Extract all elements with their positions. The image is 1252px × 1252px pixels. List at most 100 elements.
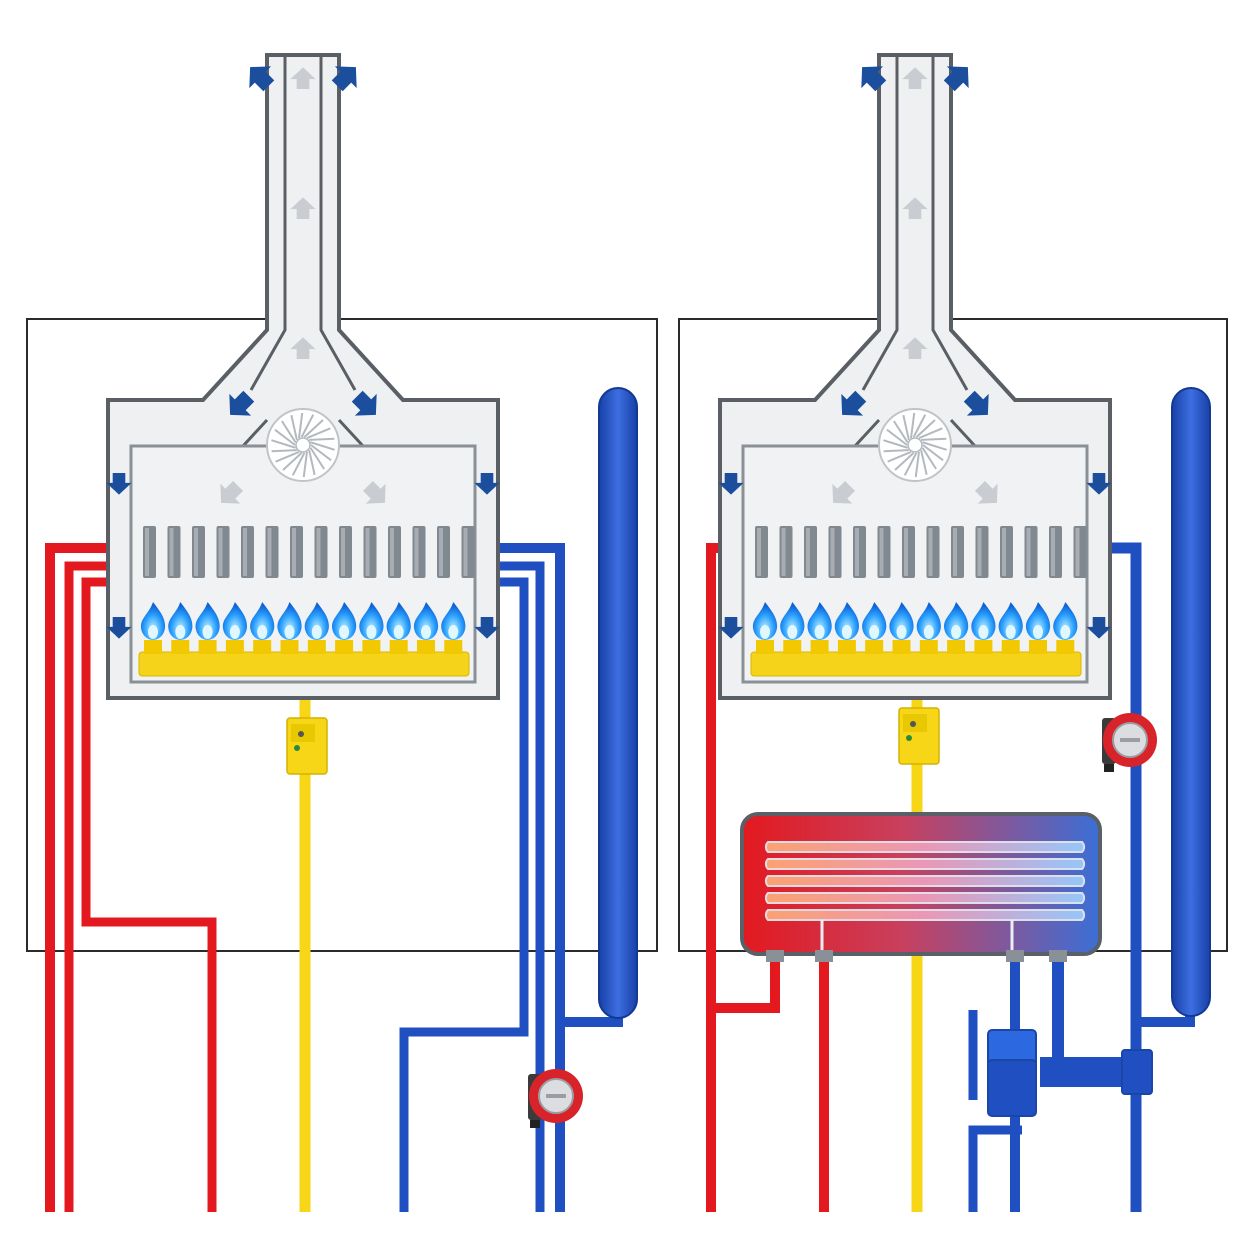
burner-nozzle <box>756 640 774 654</box>
heat-exchanger-tube <box>339 526 352 578</box>
flame-core <box>148 625 158 639</box>
intake-arrow <box>106 473 132 495</box>
intake-arrow <box>718 473 744 495</box>
heat-exchanger-tube <box>437 526 450 578</box>
heat-exchanger-tube <box>192 526 205 578</box>
plate-coil <box>764 909 1086 921</box>
heat-exchanger-tube <box>1073 526 1087 578</box>
intake-arrow <box>474 617 500 639</box>
gas-valve-led <box>298 731 304 737</box>
exhaust-arrow <box>362 480 386 504</box>
flame-core <box>366 625 377 639</box>
fan-blade <box>918 427 943 439</box>
burner-flame <box>916 602 941 640</box>
flame-core <box>284 625 295 639</box>
flame-core <box>814 625 825 639</box>
fan-blade <box>310 441 335 451</box>
exhaust-arrow <box>902 67 928 89</box>
cold-water-pipe <box>968 1125 1022 1212</box>
airflow-arrows <box>718 66 1112 639</box>
tube-highlight <box>243 528 247 576</box>
tube-highlight <box>977 528 982 576</box>
tube-highlight <box>292 528 296 576</box>
tube-highlight <box>145 528 149 576</box>
intake-arrow <box>106 617 132 639</box>
fan-blade <box>922 441 947 451</box>
three-way-valve <box>987 1029 1153 1117</box>
fan-blade <box>308 449 316 476</box>
burner-flame <box>1053 602 1078 640</box>
burners <box>750 602 1082 677</box>
intake-arrow <box>963 390 989 416</box>
intake-arrow <box>861 66 887 92</box>
heat-exchanger-tube <box>412 526 426 578</box>
fan-blade <box>302 451 308 478</box>
fan-blade <box>920 449 928 476</box>
pump-plug <box>530 1120 540 1128</box>
burner-flame <box>441 602 466 640</box>
burner-nozzle <box>783 640 802 654</box>
intake-arrow <box>841 390 867 416</box>
plate-port <box>766 950 784 962</box>
flame-core <box>978 625 989 639</box>
gas-valve-indicator <box>294 745 300 751</box>
burner-flame <box>752 602 778 640</box>
hot-water-pipe <box>711 952 780 1013</box>
heat-exchanger <box>143 526 475 578</box>
heat-exchanger-tube <box>1049 526 1062 578</box>
plate-port <box>815 950 833 962</box>
burner-flame <box>862 602 887 640</box>
expansion-vessel-body <box>598 387 638 1019</box>
flame-core <box>760 625 770 639</box>
flue-inner-lines <box>861 55 969 391</box>
fan-blade <box>281 420 297 443</box>
fan-icon <box>878 408 952 482</box>
burner-flame <box>386 602 411 640</box>
burner-nozzle <box>947 640 966 654</box>
tube-highlight <box>218 528 223 576</box>
fan-blade <box>915 419 936 438</box>
circulation-pump <box>528 1069 583 1128</box>
burner-flame <box>222 602 247 640</box>
heat-exchanger-tube <box>363 526 377 578</box>
burner-flame <box>277 602 302 640</box>
fan-blade <box>893 420 909 443</box>
burner-flame <box>250 602 275 640</box>
burner-nozzle <box>198 640 217 654</box>
heat-exchanger <box>755 526 1087 578</box>
burner-nozzle <box>171 640 190 654</box>
intake-arrow <box>351 390 377 416</box>
heat-exchanger-tube <box>241 526 254 578</box>
burner-flame <box>168 602 193 640</box>
flue-hood <box>106 53 500 700</box>
fan-blade <box>922 444 944 462</box>
plate-coil <box>764 858 1086 870</box>
burner-manifold <box>138 651 470 677</box>
pump-slot <box>546 1094 566 1098</box>
tube-highlight <box>169 528 174 576</box>
burners <box>138 602 470 677</box>
burner-nozzle <box>1001 640 1020 654</box>
fan-blade <box>291 452 306 476</box>
burner-flame <box>140 602 166 640</box>
fan-blade <box>290 414 298 441</box>
burner-nozzle <box>362 640 381 654</box>
burner-nozzle <box>837 640 856 654</box>
fan-blade <box>298 412 304 439</box>
flame-core <box>393 625 404 639</box>
intake-arrow <box>474 473 500 495</box>
burner-flame <box>413 602 439 640</box>
burner-flame <box>359 602 384 640</box>
burner-flame <box>780 602 805 640</box>
tube-highlight <box>194 528 198 576</box>
flue-inner-lines <box>249 55 357 391</box>
fan-blade <box>883 449 909 453</box>
fan-blade <box>309 437 335 441</box>
tube-highlight <box>928 528 933 576</box>
heat-exchanger-tube <box>461 526 475 578</box>
tube-highlight <box>855 528 859 576</box>
burner-flame <box>332 602 357 640</box>
burner-flame <box>834 602 859 640</box>
tube-highlight <box>757 528 761 576</box>
exhaust-arrow <box>902 337 928 359</box>
